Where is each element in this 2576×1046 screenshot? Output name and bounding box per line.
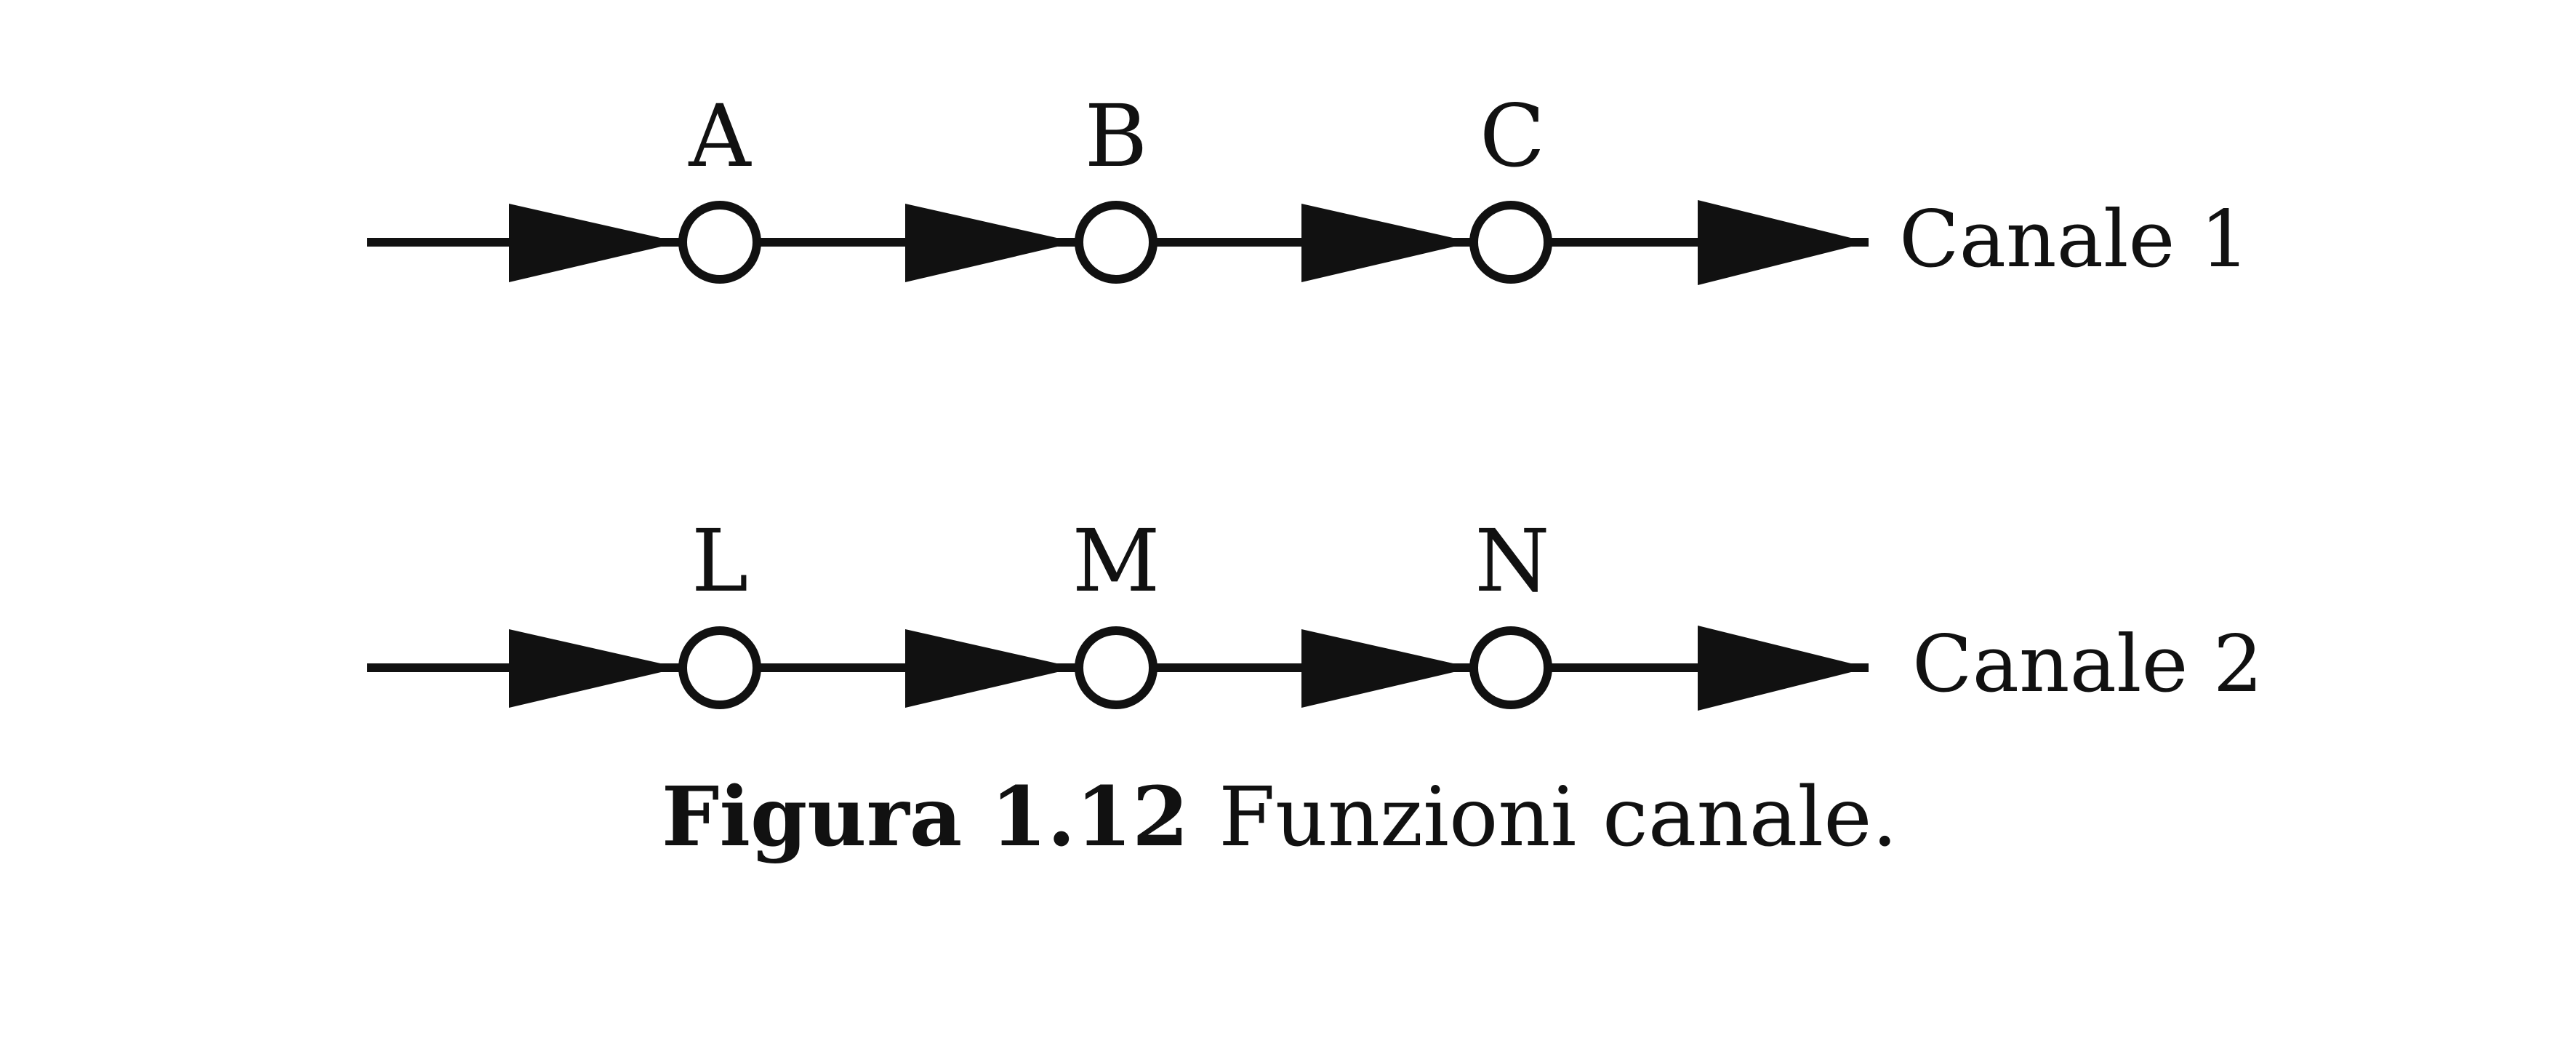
channel-1-arrow-4 [1698, 200, 1869, 285]
channel-2 [367, 626, 1869, 711]
channel-2-arrow-1 [509, 629, 680, 708]
channel-2-arrow-2 [905, 629, 1076, 708]
channel-2-node-m-label: M [1072, 511, 1160, 611]
channel-2-node-l [678, 626, 761, 709]
channel-2-arrow-3 [1301, 629, 1472, 708]
channel-2-name: Canale 2 [1912, 619, 2263, 710]
channel-1-arrow-2 [905, 204, 1076, 282]
channel-1-name: Canale 1 [1899, 194, 2250, 285]
channel-1-arrow-3 [1301, 204, 1472, 282]
figure-caption: Figura 1.12 Funzioni canale. [662, 770, 1898, 865]
channel-1-node-b [1075, 201, 1157, 284]
channel-2-arrow-4 [1698, 626, 1869, 711]
channel-2-node-n [1469, 626, 1552, 709]
channel-1-node-c [1469, 201, 1552, 284]
channel-2-node-l-label: L [691, 511, 748, 611]
channel-1-node-a-label: A [688, 86, 752, 186]
channel-2-node-n-label: N [1474, 511, 1549, 611]
channel-1-node-c-label: C [1480, 86, 1545, 186]
figure-caption-text: Funzioni canale. [1219, 770, 1898, 865]
figure-number: Figura 1.12 [662, 770, 1189, 865]
channel-1-node-b-label: B [1085, 86, 1148, 186]
channel-1-arrow-1 [509, 204, 680, 282]
channel-2-node-m [1075, 626, 1157, 709]
channel-1 [367, 200, 1869, 285]
channel-1-node-a [678, 201, 761, 284]
